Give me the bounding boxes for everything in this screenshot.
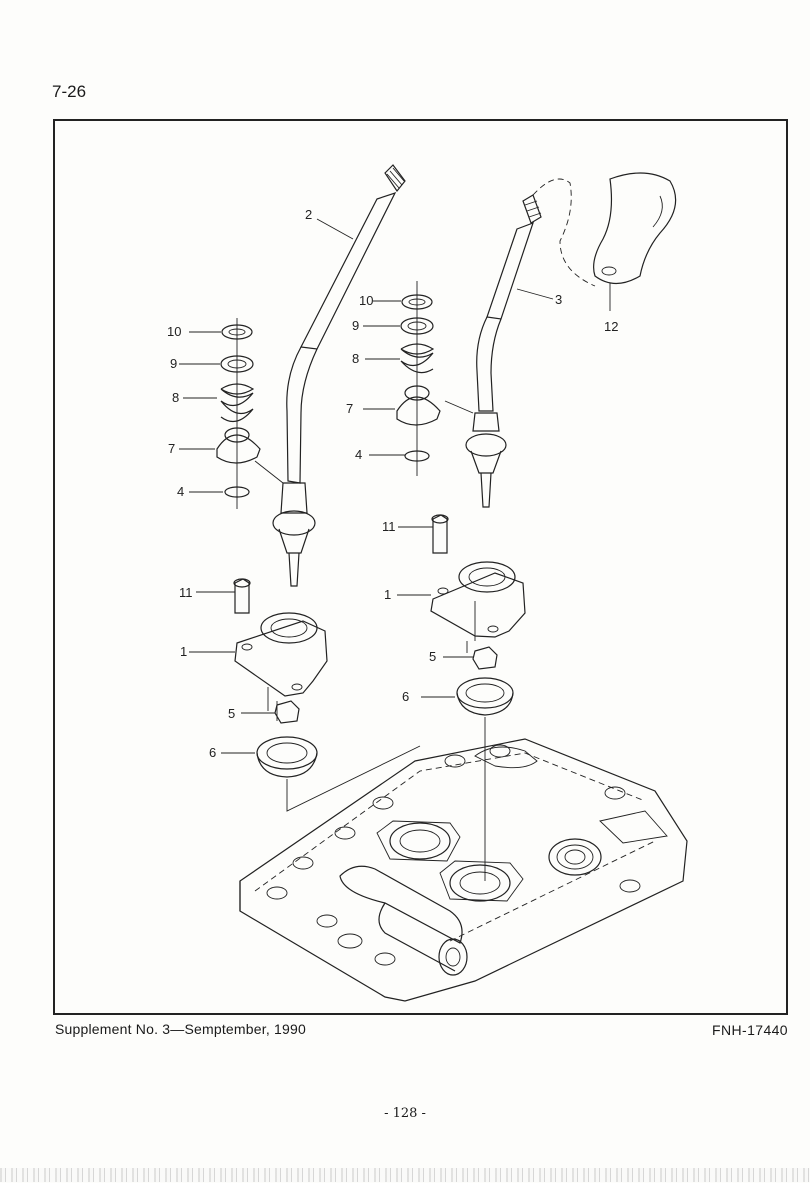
- right-shift-lever: [465, 178, 596, 508]
- leader-lines: [179, 218, 611, 754]
- callout-6-left: 6: [209, 745, 216, 760]
- scan-edge-artifact: [0, 1168, 810, 1182]
- callout-10-right: 10: [359, 293, 373, 308]
- shift-knob: [593, 172, 677, 285]
- left-shift-lever: [272, 164, 406, 587]
- callout-7-right: 7: [346, 401, 353, 416]
- callout-11-left: 11: [179, 585, 193, 600]
- callout-1-right: 1: [384, 587, 391, 602]
- base-housing-plate: [239, 738, 688, 1002]
- callout-2: 2: [305, 207, 312, 222]
- callout-5-right: 5: [429, 649, 436, 664]
- supplement-note: Supplement No. 3—Semptember, 1990: [55, 1021, 306, 1037]
- callout-4-left: 4: [177, 484, 184, 499]
- callout-11-right: 11: [382, 519, 396, 534]
- callout-12: 12: [604, 319, 618, 334]
- left-washer-stack: [216, 318, 261, 509]
- callout-8-left: 8: [172, 390, 179, 405]
- folio-page-number: - 128 -: [384, 1106, 426, 1121]
- callout-4-right: 4: [355, 447, 362, 462]
- exploded-diagram-frame: 2 3 12 10 9 8 7 4 11 1 5 6 10 9 8 7 4 11…: [53, 119, 788, 1015]
- callout-6-right: 6: [402, 689, 409, 704]
- callout-9-left: 9: [170, 356, 177, 371]
- left-housing-group: [233, 578, 421, 812]
- callout-9-right: 9: [352, 318, 359, 333]
- right-washer-stack: [396, 281, 441, 476]
- callout-10-left: 10: [167, 324, 181, 339]
- callout-3: 3: [555, 292, 562, 307]
- page-number: 7-26: [52, 82, 87, 101]
- exploded-parts-diagram: 2 3 12 10 9 8 7 4 11 1 5 6 10 9 8 7 4 11…: [167, 164, 688, 1002]
- right-housing-group: [430, 514, 526, 881]
- callout-8-right: 8: [352, 351, 359, 366]
- callout-5-left: 5: [228, 706, 235, 721]
- document-code: FNH-17440: [712, 1022, 788, 1038]
- callout-7-left: 7: [168, 441, 175, 456]
- callout-1-left: 1: [180, 644, 187, 659]
